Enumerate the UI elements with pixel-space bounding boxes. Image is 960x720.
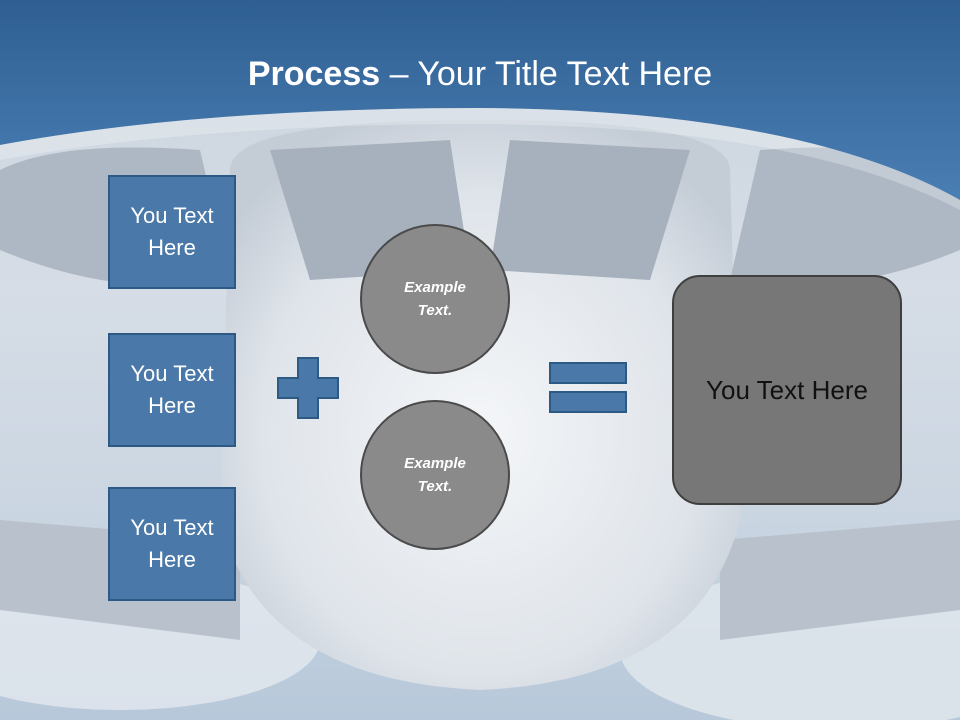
slide-title: Process – Your Title Text Here xyxy=(0,52,960,96)
input-box-2: You Text Here xyxy=(108,333,236,447)
example-circle-1: Example Text. xyxy=(360,224,510,374)
title-bold: Process xyxy=(247,55,381,93)
result-box: You Text Here xyxy=(672,275,902,505)
input-box-1: You Text Here xyxy=(108,175,236,289)
input-box-3: You Text Here xyxy=(108,487,236,601)
example-circle-2: Example Text. xyxy=(360,400,510,550)
title-rest: – Your Title Text Here xyxy=(380,55,713,93)
